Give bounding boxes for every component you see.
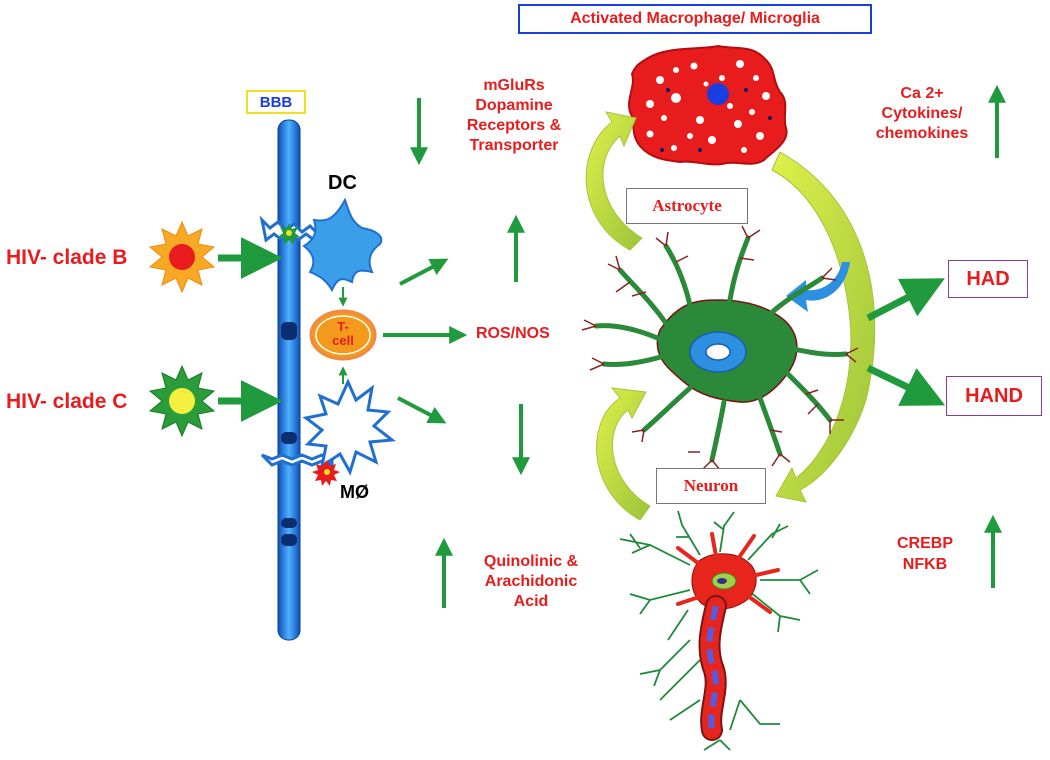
astrocyte-label: Astrocyte xyxy=(652,196,722,215)
quinolinic-label: Quinolinic & Arachidonic Acid xyxy=(462,552,600,612)
cytokines-line1: Ca 2+ xyxy=(900,85,944,102)
macrophage-spiky-icon xyxy=(302,378,396,476)
small-macrophage-icon xyxy=(312,460,340,486)
bbb-label: BBB xyxy=(259,93,293,111)
neuron-icon xyxy=(619,510,819,751)
hiv-clade-b-label: HIV- clade B xyxy=(6,246,128,269)
neuron-box: Neuron xyxy=(656,468,766,504)
quinolinic-line1: Quinolinic & xyxy=(483,553,579,570)
cytokines-label: Ca 2+ Cytokines/ chemokines xyxy=(862,84,982,144)
macrophage-label: MØ xyxy=(340,482,369,502)
hiv-clade-c-virus-icon xyxy=(148,364,216,438)
dc-label: DC xyxy=(328,172,357,194)
mglurs-line1: mGluRs xyxy=(483,77,545,94)
dendritic-cell-icon xyxy=(302,197,383,293)
had-label: HAD xyxy=(966,267,1010,290)
t-cell-label: T- cell xyxy=(322,319,364,349)
ros-nos-label: ROS/NOS xyxy=(476,325,550,342)
mglurs-line2: Dopamine xyxy=(475,97,553,114)
activated-microglia-icon xyxy=(628,44,788,166)
crebp-line1: CREBP xyxy=(896,535,953,552)
had-box: HAD xyxy=(948,260,1028,298)
blue-curved-arrow-icon xyxy=(786,262,850,312)
crebp-label: CREBP NFKB xyxy=(880,534,970,576)
quinolinic-line3: Acid xyxy=(513,593,549,610)
mglurs-label: mGluRs Dopamine Receptors & Transporter xyxy=(444,76,584,156)
blood-brain-barrier xyxy=(259,119,334,641)
neuron-label: Neuron xyxy=(683,476,739,495)
astrocyte-box: Astrocyte xyxy=(626,188,748,224)
had-arrow xyxy=(866,278,945,322)
hand-box: HAND xyxy=(946,376,1042,416)
hand-arrow xyxy=(866,364,946,406)
activated-macrophage-box: Activated Macrophage/ Microglia xyxy=(518,4,872,34)
cytokines-line2: Cytokines/ xyxy=(881,105,963,122)
hiv-clade-c-label: HIV- clade C xyxy=(6,390,128,413)
mglurs-line3: Receptors & xyxy=(466,117,562,134)
quinolinic-line2: Arachidonic xyxy=(484,573,578,590)
t-cell-label-line1: T- xyxy=(337,319,349,334)
hiv-clade-b-virus-icon xyxy=(148,220,216,294)
hand-label: HAND xyxy=(965,384,1023,407)
crebp-line2: NFKB xyxy=(902,555,948,573)
bbb-label-box: BBB xyxy=(246,90,306,114)
yellow-feedback-arrows xyxy=(585,111,876,521)
mglurs-line4: Transporter xyxy=(469,137,559,154)
astrocyte-icon xyxy=(581,225,859,471)
t-cell-icon xyxy=(309,309,377,361)
activated-macrophage-label: Activated Macrophage/ Microglia xyxy=(570,10,820,27)
t-cell-label-line2: cell xyxy=(332,333,354,349)
cytokines-line3: chemokines xyxy=(875,125,969,142)
